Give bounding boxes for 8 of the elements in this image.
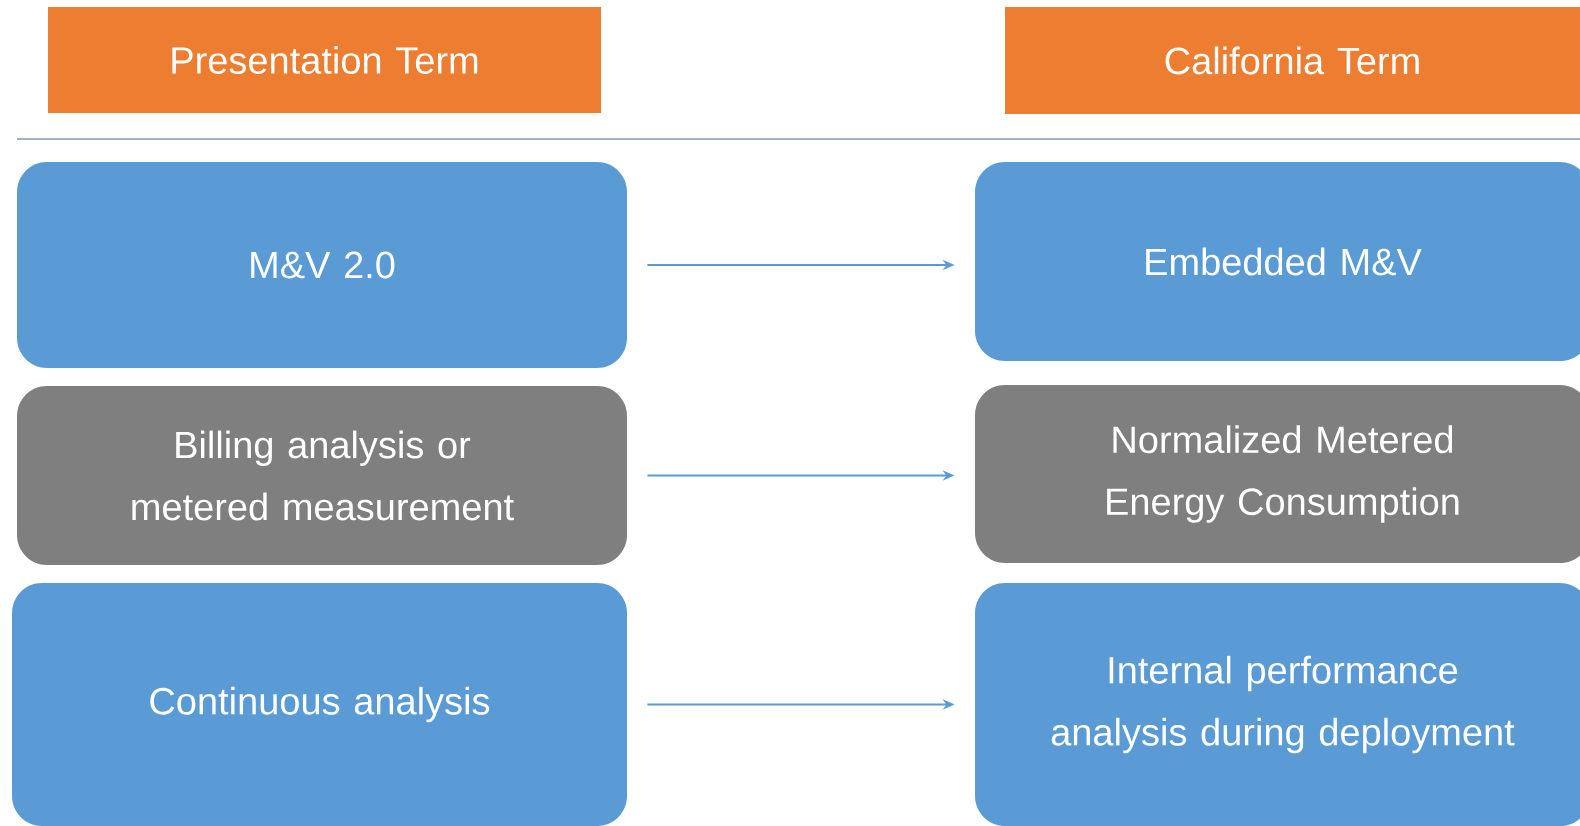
term-box: Billing analysis or metered measurement bbox=[17, 386, 627, 565]
header-box: Presentation Term bbox=[48, 7, 601, 113]
term-box: Embedded M&V bbox=[975, 162, 1580, 361]
term-box: Internal performance analysis during deployment bbox=[975, 583, 1580, 826]
term-box: Normalized Metered Energy Consumption bbox=[975, 385, 1580, 563]
term-box: Continuous analysis bbox=[12, 583, 627, 826]
header-box: California Term bbox=[1005, 7, 1580, 114]
term-box: M&V 2.0 bbox=[17, 162, 627, 368]
